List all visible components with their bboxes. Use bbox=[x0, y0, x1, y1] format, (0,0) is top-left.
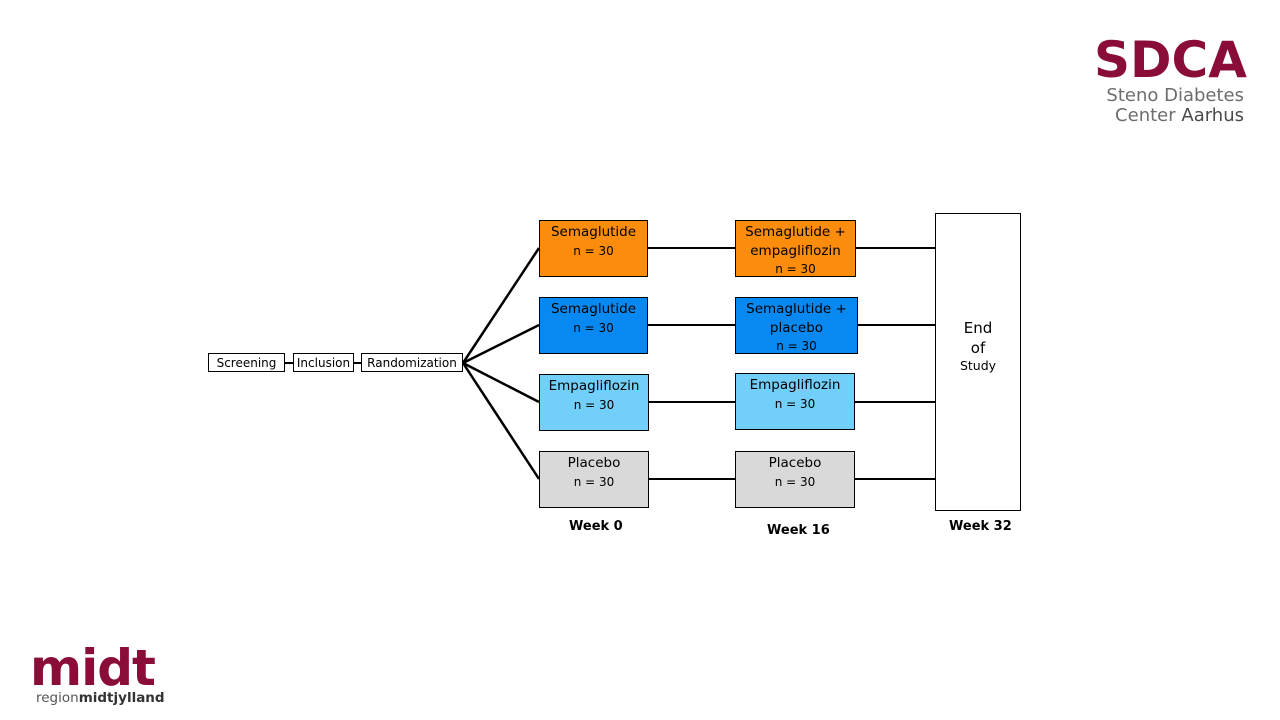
sdca-logo-line1: Steno Diabetes bbox=[1106, 85, 1244, 106]
arm-label-2: placebo bbox=[769, 320, 824, 336]
arm-label-2: empagliflozin bbox=[750, 243, 841, 259]
arm-week16-semaglutide-placebo: Semaglutide + placebo n = 30 bbox=[735, 297, 858, 354]
midt-logo-sub-b: midtjylland bbox=[78, 690, 165, 706]
fan-line-4 bbox=[461, 362, 541, 480]
inclusion-box: Inclusion bbox=[293, 353, 354, 372]
arm-week16-placebo: Placebo n = 30 bbox=[735, 451, 855, 508]
end-of-study-line2: of bbox=[970, 339, 986, 357]
arm-week16-semaglutide-empagliflozin: Semaglutide + empagliflozin n = 30 bbox=[735, 220, 856, 277]
arm-label: Semaglutide bbox=[550, 301, 637, 317]
end-of-study-line3: Study bbox=[959, 358, 997, 373]
arm-count: n = 30 bbox=[573, 321, 614, 335]
week-16-label: Week 16 bbox=[767, 523, 830, 538]
fan-line-1 bbox=[461, 247, 541, 364]
end-of-study-box: End of Study bbox=[935, 213, 1021, 511]
arm-count: n = 30 bbox=[774, 397, 816, 411]
screening-label: Screening bbox=[216, 355, 277, 370]
arm-count: n = 30 bbox=[776, 339, 817, 353]
arm-label: Semaglutide + bbox=[745, 224, 846, 240]
midt-logo-sub-a: region bbox=[36, 690, 79, 706]
end-of-study-line1: End bbox=[963, 319, 993, 337]
arm-count: n = 30 bbox=[573, 244, 614, 258]
randomization-label: Randomization bbox=[367, 355, 457, 370]
randomization-box: Randomization bbox=[361, 353, 463, 372]
arm-count: n = 30 bbox=[573, 398, 615, 412]
sdca-logo: SDCA Steno Diabetes Center Aarhus bbox=[1094, 31, 1247, 126]
fan-line-3 bbox=[462, 361, 540, 404]
arm-week0-semaglutide-orange: Semaglutide n = 30 bbox=[539, 220, 648, 277]
sdca-logo-line2b: Aarhus bbox=[1181, 105, 1244, 126]
week-32-label: Week 32 bbox=[949, 519, 1012, 534]
week-0-label: Week 0 bbox=[569, 519, 623, 534]
sdca-logo-word: SDCA bbox=[1094, 31, 1247, 89]
arm-count: n = 30 bbox=[774, 475, 816, 489]
arm-week0-semaglutide-blue: Semaglutide n = 30 bbox=[539, 297, 648, 354]
sdca-logo-line2a: Center bbox=[1115, 105, 1176, 126]
midt-logo-word: midt bbox=[30, 639, 156, 697]
arm-week16-empagliflozin: Empagliflozin n = 30 bbox=[735, 373, 855, 430]
arm-count: n = 30 bbox=[775, 262, 816, 276]
inclusion-label: Inclusion bbox=[296, 355, 351, 370]
arm-label: Semaglutide bbox=[550, 224, 637, 240]
arm-label: Empagliflozin bbox=[749, 377, 841, 393]
arm-label: Placebo bbox=[768, 455, 822, 471]
arm-label: Placebo bbox=[567, 455, 621, 471]
arm-label: Semaglutide + bbox=[746, 301, 847, 317]
sdca-logo-line2: Center Aarhus bbox=[1094, 106, 1244, 126]
arm-week0-placebo: Placebo n = 30 bbox=[539, 451, 649, 508]
fan-line-2 bbox=[462, 323, 540, 365]
arm-label: Empagliflozin bbox=[548, 378, 640, 394]
screening-box: Screening bbox=[208, 353, 285, 372]
arm-week0-empagliflozin: Empagliflozin n = 30 bbox=[539, 374, 649, 431]
region-midtjylland-logo: midt regionmidtjylland bbox=[30, 639, 190, 706]
midt-logo-sub: regionmidtjylland bbox=[36, 690, 190, 706]
arm-count: n = 30 bbox=[573, 475, 615, 489]
